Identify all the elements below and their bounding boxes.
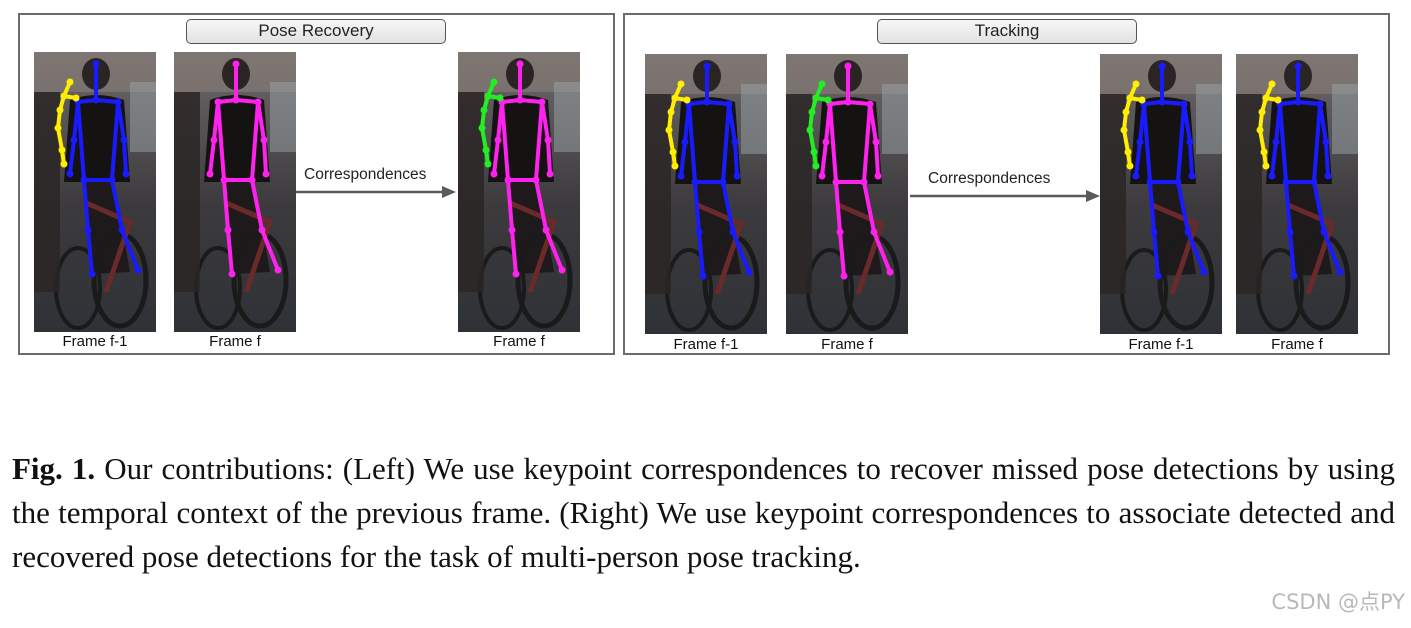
yellow-skeleton	[54, 78, 80, 168]
right-frame-4-label: Frame f	[1271, 336, 1323, 353]
left-frame-1	[34, 52, 156, 332]
magenta-skeleton	[818, 62, 894, 280]
right-frame-3-label: Frame f-1	[1128, 336, 1194, 353]
blue-skeleton	[1132, 62, 1208, 280]
left-frame-3-label: Frame f	[493, 333, 545, 350]
green-skeleton	[806, 80, 832, 170]
left-correspondence-arrow	[296, 184, 458, 205]
yellow-skeleton	[1120, 80, 1146, 170]
right-arrow-label: Correspondences	[928, 170, 1051, 187]
caption-text: Our contributions: (Left) We use keypoin…	[12, 451, 1395, 574]
right-frame-2-label: Frame f	[821, 336, 873, 353]
left-frame-2-label: Frame f	[209, 333, 261, 350]
magenta-skeleton	[490, 60, 566, 278]
yellow-skeleton	[1256, 80, 1282, 170]
arrow-right-icon	[296, 186, 456, 198]
arrow-right-icon	[910, 190, 1100, 202]
watermark: CSDN @点PY	[1271, 590, 1405, 614]
blue-skeleton	[1268, 62, 1344, 280]
caption-label: Fig. 1.	[12, 451, 96, 486]
figure-caption: Fig. 1. Our contributions: (Left) We use…	[12, 447, 1395, 579]
right-correspondence-arrow	[910, 188, 1102, 209]
right-frame-1	[645, 54, 767, 334]
left-frame-1-label: Frame f-1	[62, 333, 128, 350]
right-frame-3	[1100, 54, 1222, 334]
left-frame-3	[458, 52, 580, 332]
tracking-title: Tracking	[877, 19, 1137, 44]
left-frame-2	[174, 52, 296, 332]
blue-skeleton	[66, 60, 142, 278]
magenta-skeleton	[206, 60, 282, 278]
right-frame-4	[1236, 54, 1358, 334]
yellow-skeleton	[665, 80, 691, 170]
green-skeleton	[478, 78, 504, 168]
pose-recovery-title: Pose Recovery	[186, 19, 446, 44]
left-arrow-label: Correspondences	[304, 166, 427, 183]
right-frame-2	[786, 54, 908, 334]
blue-skeleton	[677, 62, 753, 280]
right-frame-1-label: Frame f-1	[673, 336, 739, 353]
